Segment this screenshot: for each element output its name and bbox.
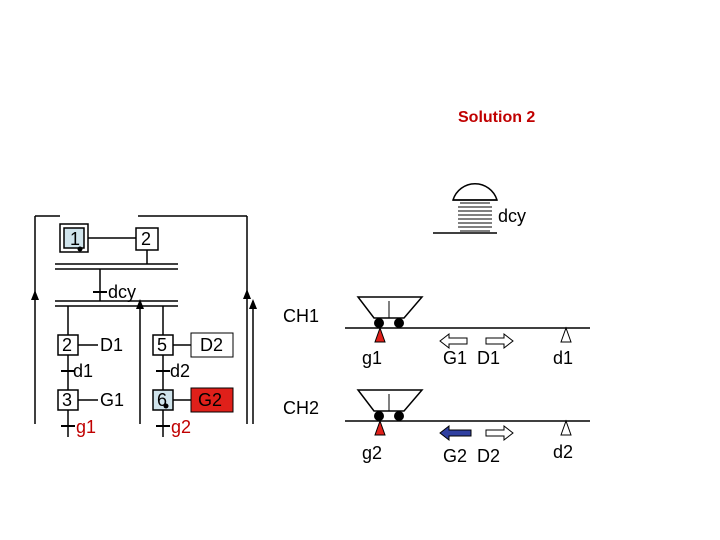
- action-d1-label: D1: [100, 335, 123, 355]
- action-g2-box: [190, 387, 234, 413]
- sensor-d1-icon: [560, 326, 572, 343]
- arrow-left-g1-icon: [439, 332, 468, 350]
- cart-ch1-label: CH1: [283, 306, 319, 326]
- sensor-d1-label: d1: [553, 348, 573, 368]
- action-d2-box: [190, 332, 234, 358]
- step-1-label: 1: [70, 229, 80, 249]
- step-6-label: 6: [157, 390, 167, 410]
- step-5-label: 5: [157, 335, 167, 355]
- grafcet-loop: [31, 215, 257, 424]
- parallel-divergence: [55, 263, 178, 270]
- push-button-icon: [433, 183, 499, 234]
- step-2-label: 2: [141, 229, 151, 249]
- arrow-right-d1-icon: [485, 332, 514, 350]
- transition-d2-label: d2: [170, 361, 190, 381]
- parallel-convergence: [55, 300, 178, 307]
- step-1[interactable]: [59, 223, 89, 253]
- step-3-label: 3: [62, 390, 72, 410]
- sensor-d2-icon: [560, 419, 572, 436]
- action-d2-label: D2: [200, 335, 223, 355]
- cart-ch2-actions: G2 D2: [443, 446, 500, 466]
- transition-d1-label: d1: [73, 361, 93, 381]
- transition-g2-label: g2: [171, 417, 191, 437]
- transition-dcy-label: dcy: [108, 282, 136, 302]
- action-g1-label: G1: [100, 390, 124, 410]
- cart-ch1-icon: [356, 296, 424, 328]
- sensor-g1-label: g1: [362, 348, 382, 368]
- sensor-d2-label: d2: [553, 442, 573, 462]
- arrow-left-g2-icon: [439, 424, 472, 442]
- sensor-g2-label: g2: [362, 443, 382, 463]
- cart-ch1-actions: G1 D1: [443, 348, 500, 368]
- cart-ch2-label: CH2: [283, 398, 319, 418]
- transition-g1-label: g1: [76, 417, 96, 437]
- sensor-g2-icon: [374, 419, 386, 436]
- button-label: dcy: [498, 206, 526, 226]
- step-2b-label: 2: [62, 335, 72, 355]
- arrow-right-d2-icon: [485, 424, 514, 442]
- diagram-title: Solution 2: [458, 109, 535, 126]
- cart-ch2-icon: [356, 389, 424, 421]
- sensor-g1-icon: [374, 326, 386, 343]
- action-g2-label: G2: [198, 390, 222, 410]
